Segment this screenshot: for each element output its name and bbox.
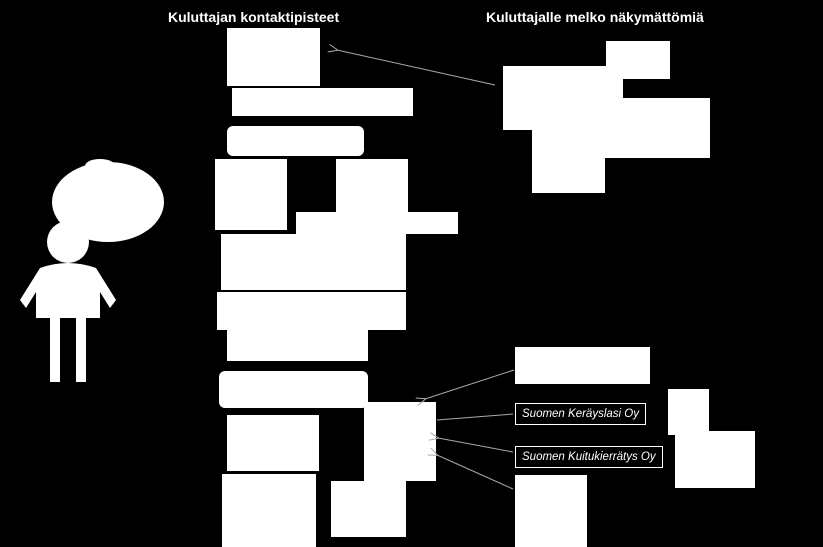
touchpoint-block-6b (227, 330, 368, 361)
touchpoint-block-7 (219, 371, 368, 408)
arrow-mid-2 (436, 413, 514, 421)
touchpoint-block-4a (215, 159, 287, 230)
hidden-actor-block-3 (668, 389, 709, 435)
hidden-actor-block-2 (515, 347, 650, 384)
touchpoint-block-8a (227, 415, 319, 471)
touchpoint-block-8b (364, 402, 436, 481)
touchpoint-block-9b (331, 481, 406, 537)
arrow-mid-4 (437, 455, 514, 490)
hidden-actor-block-5 (515, 475, 587, 547)
hidden-actor-block-4 (675, 431, 755, 488)
hidden-actor-block-1c (532, 98, 710, 158)
header-consumer-touchpoints: Kuluttajan kontaktipisteet (168, 9, 340, 25)
arrow-mid-1 (425, 369, 515, 399)
touchpoint-block-1 (227, 28, 320, 86)
header-invisible-to-consumer: Kuluttajalle melko näkymättömiä (486, 9, 704, 25)
arrow-mid-3 (438, 438, 514, 453)
label-suomen-kuitukierratys: Suomen Kuitukierrätys Oy (515, 446, 663, 468)
touchpoint-block-5 (221, 234, 406, 290)
label-suomen-keraylasi: Suomen Keräyslasi Oy (515, 403, 646, 425)
hidden-actor-block-1d (532, 158, 605, 193)
touchpoint-block-4c (296, 212, 458, 234)
touchpoint-block-9a (222, 474, 316, 547)
arrow-top (337, 50, 496, 86)
touchpoint-block-3 (227, 126, 364, 156)
touchpoint-block-4b (336, 159, 408, 215)
touchpoint-block-2 (232, 88, 413, 116)
touchpoint-block-6a (217, 292, 406, 330)
